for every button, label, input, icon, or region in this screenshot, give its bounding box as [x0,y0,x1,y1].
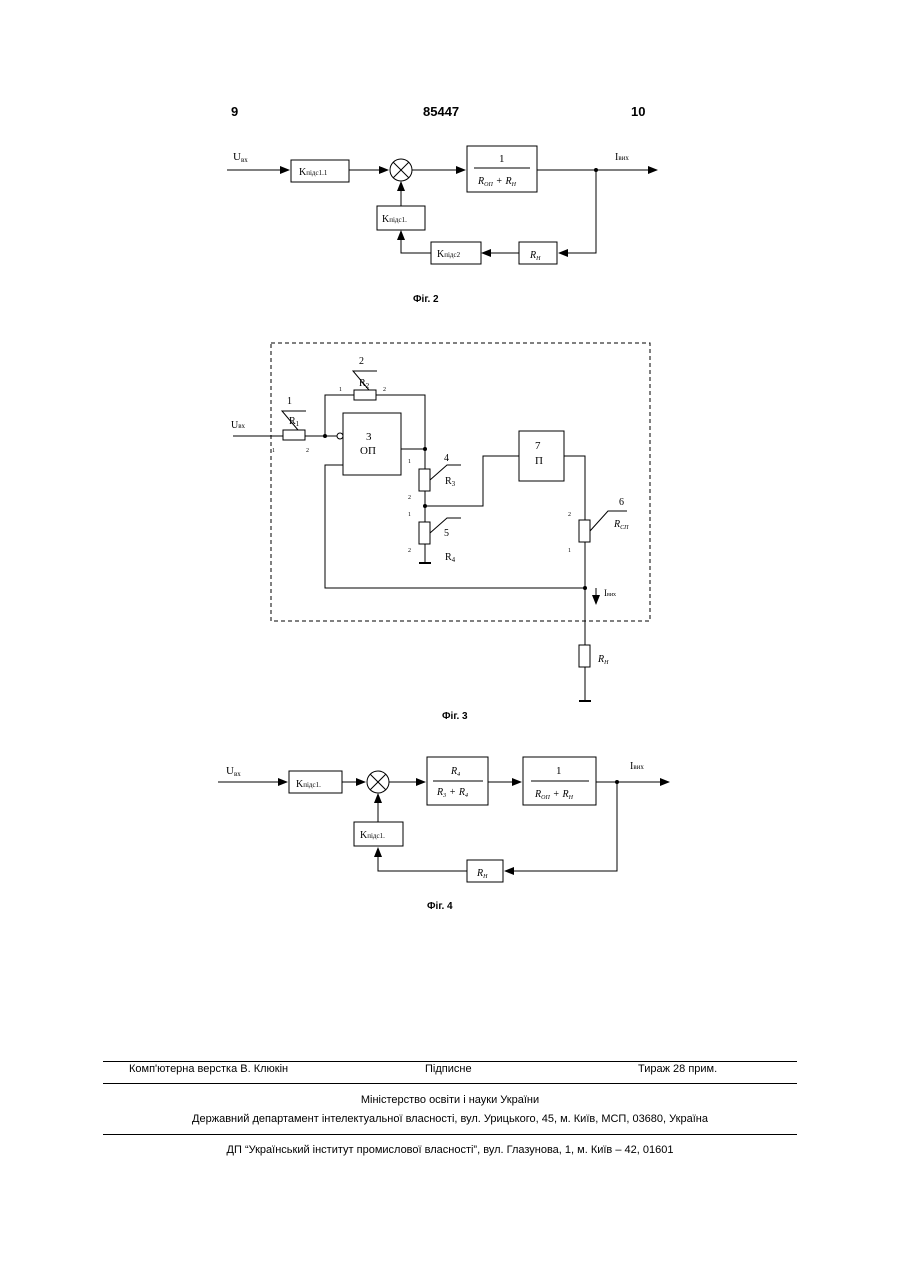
fig3-r2-pin2: 2 [383,387,386,393]
fig3-p-label: П [535,455,543,467]
fig3-r4-pin2: 2 [408,548,411,554]
fig4-tf-numerator: 1 [556,765,562,777]
footer-circulation: Тираж 28 прим. [638,1063,717,1075]
fig3-rsp-pin1: 2 [568,512,571,518]
fig3-r1-pin2: 2 [306,448,309,454]
fig2-kfb-label: Kпідс1. [382,214,407,225]
fig4-input-label: Uвх [226,765,241,778]
fig3-r3-pin1: 1 [408,459,411,465]
fig3-rsp-pin2: 1 [568,548,571,554]
fig3-rn-label: RН [597,654,609,666]
footer-department: Державний департамент інтелектуальної вл… [103,1113,797,1125]
fig3-r4-pin1: 1 [408,512,411,518]
fig4-output-label: Iвих [630,761,644,772]
footer-institute: ДП “Український інститут промислової вла… [103,1144,797,1156]
fig3-r2-label: R2 [359,378,370,390]
fig3-r3-number: 4 [444,453,449,464]
fig3-r4-number: 5 [444,528,449,539]
footer-rule-middle [103,1083,797,1084]
fig3-opamp-block [343,413,401,475]
footer-signed: Підписне [425,1063,472,1075]
fig3-r1-label: R1 [289,416,300,428]
footer-rule-bottom [103,1134,797,1135]
fig3-device-boundary [271,343,650,621]
fig4-div-denominator: R3+R4 [436,787,468,799]
fig3-output-label: Iвих [604,588,616,598]
fig2-tf-numerator: 1 [499,153,505,165]
footer-layout-credit: Комп'ютерна верстка В. Клюкін [129,1063,288,1075]
fig3-r2-number: 2 [359,356,364,367]
fig3-r1-number: 1 [287,396,292,407]
fig3-r2-resistor [354,390,376,400]
fig3-r1-pin1: 1 [272,448,275,454]
fig3-input-label: Uвх [231,420,246,431]
footer-ministry: Міністерство освіти і науки України [103,1094,797,1106]
fig3-rsp-label: RСП [613,519,629,531]
fig4-k1-label: Kпідс1. [296,779,321,790]
fig4-caption: Фіг. 4 [427,901,453,912]
fig2-input-label: Uвх [233,151,248,164]
fig3-r3-label: R3 [445,476,456,488]
fig3-caption: Фіг. 3 [442,711,468,722]
fig3-p-number: 7 [535,440,541,452]
fig4-kfb-label: Kпідс1. [360,830,385,841]
fig2-tf-denominator: RОП+RН [477,176,517,188]
fig3-r2-pin1: 1 [339,387,342,393]
fig4-tf-denominator: RОП+RН [534,789,574,801]
fig2-summing-node [390,159,412,181]
fig3-rsp-number: 6 [619,497,624,508]
fig3-opamp-label: ОП [360,445,376,457]
fig2-k2-label: Kпідс2 [437,249,461,260]
fig2-k1-label: Kпідс1.1 [299,167,328,178]
fig3-r3-pin2: 2 [408,495,411,501]
fig2-output-label: Iвих [615,152,629,163]
fig3-r3-resistor [419,469,430,491]
fig3-rsp-resistor [579,520,590,542]
fig3-opamp-number: 3 [366,431,372,443]
fig3-rn-resistor [579,645,590,667]
fig3-r4-label: R4 [445,552,456,564]
fig3-r1-resistor [283,430,305,440]
fig2-caption: Фіг. 2 [413,294,439,305]
fig3-r4-resistor [419,522,430,544]
footer-rule-top [103,1061,797,1062]
fig4-summing-node [367,771,389,793]
